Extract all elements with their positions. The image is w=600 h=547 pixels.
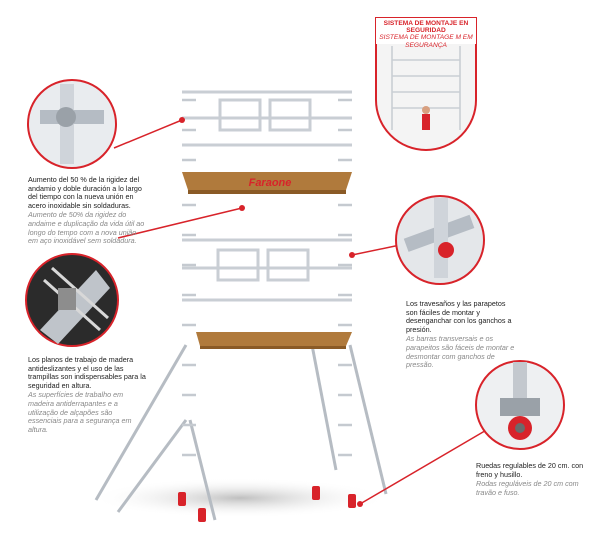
callout-wheels-es: Ruedas regulables de 20 cm. con freno y …	[476, 461, 584, 479]
outrigger-stabilizers	[94, 344, 388, 521]
detail-circle-hatch	[25, 253, 119, 347]
caster-wheels	[178, 486, 356, 522]
safety-inset	[375, 17, 477, 151]
wooden-platform-lower	[196, 332, 352, 349]
safety-title-pt: SISTEMA DE MONTAGE M EM SEGURANÇA	[379, 34, 473, 49]
callout-dots	[179, 117, 363, 507]
callout-crossbars: Los travesaños y las parapetos son fácil…	[406, 299, 518, 370]
guardrails	[182, 90, 352, 302]
scaffold-frame	[179, 78, 355, 512]
callout-rigidity-pt: Aumento de 50% da rigidez do andaime e d…	[28, 210, 145, 246]
detail-circle-joint	[27, 79, 117, 169]
callout-platforms-pt: As superfícies de trabalho em madeira an…	[28, 390, 132, 434]
callout-rigidity: Aumento del 50 % de la rigidez del andam…	[28, 175, 146, 246]
wooden-platform-upper	[182, 172, 352, 194]
callout-connectors	[113, 119, 496, 505]
detail-circle-wheel	[475, 360, 565, 450]
callout-platforms-es: Los planos de trabajo de madera antidesl…	[28, 355, 146, 390]
callout-crossbars-pt: As barras transversais e os parapeitos s…	[406, 334, 515, 370]
safety-system-title: SISTEMA DE MONTAJE EN SEGURIDAD SISTEMA …	[376, 20, 476, 49]
brand-logo: Faraone	[249, 177, 292, 189]
ground-shadow	[90, 478, 390, 518]
ladder-rungs	[182, 98, 352, 457]
detail-circle-hooks	[395, 195, 485, 285]
callout-crossbars-es: Los travesaños y las parapetos son fácil…	[406, 299, 512, 334]
callout-wheels-pt: Rodas reguláveis de 20 cm com travão e f…	[476, 479, 579, 497]
callout-rigidity-es: Aumento del 50 % de la rigidez del andam…	[28, 175, 142, 210]
callout-wheels: Ruedas regulables de 20 cm. con freno y …	[476, 461, 588, 497]
callout-platforms: Los planos de trabajo de madera antidesl…	[28, 355, 146, 434]
safety-title-es: SISTEMA DE MONTAJE EN SEGURIDAD	[383, 20, 469, 35]
